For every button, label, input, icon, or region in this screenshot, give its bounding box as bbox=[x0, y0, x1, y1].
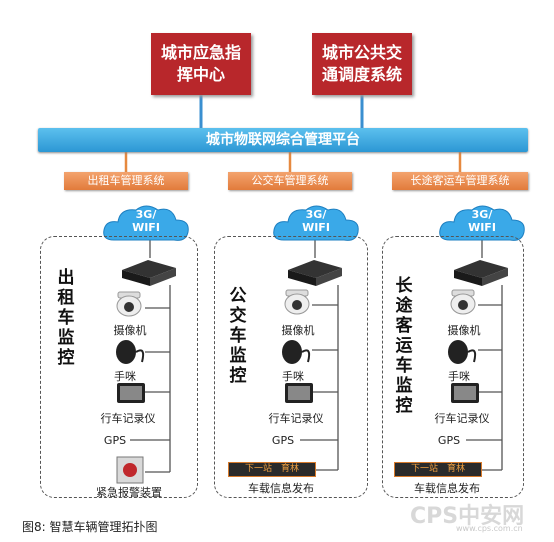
taxi-system-label: 出租车管理系统 bbox=[87, 174, 165, 187]
microphone-icon bbox=[116, 340, 145, 364]
microphone-label: 手咪 bbox=[114, 370, 136, 383]
cloud-label-line2: WIFI bbox=[468, 221, 496, 234]
dvr-icon bbox=[288, 260, 342, 286]
figure-caption: 图8: 智慧车辆管理拓扑图 bbox=[22, 520, 158, 534]
led-text-1: 下一站 bbox=[411, 464, 439, 474]
bus-system-label: 公交车管理系统 bbox=[251, 174, 329, 187]
camera-icon bbox=[116, 291, 142, 317]
taxi-monitor-title: 出租车监控 bbox=[57, 268, 75, 368]
cloud-3g-wifi-2: 3G/ WIFI bbox=[270, 200, 362, 246]
microphone-label: 手咪 bbox=[448, 370, 470, 383]
cloud-icon bbox=[103, 205, 189, 241]
bus-system-box: 公交车管理系统 bbox=[228, 172, 352, 190]
alarm-device-icon bbox=[116, 456, 144, 484]
camera-label: 摄像机 bbox=[447, 324, 481, 337]
iot-platform-label: 城市物联网综合管理平台 bbox=[206, 132, 360, 148]
driving-recorder-label: 行车记录仪 bbox=[434, 412, 490, 425]
cloud-3g-wifi-1: 3G/ WIFI bbox=[100, 200, 192, 246]
led-text-2: 育林 bbox=[446, 464, 465, 474]
cloud-label-line1: 3G/ bbox=[135, 208, 157, 221]
microphone-label: 手咪 bbox=[282, 370, 304, 383]
dvr-icon bbox=[454, 260, 508, 286]
led-sign: 下一站 育林 bbox=[228, 462, 316, 477]
transit-dispatch-label: 城市公共交通调度系统 bbox=[322, 43, 403, 84]
coach-monitor-panel bbox=[382, 236, 524, 498]
dvr-icon bbox=[122, 260, 176, 286]
emergency-command-label: 城市应急指挥中心 bbox=[161, 43, 242, 84]
taxi-system-box: 出租车管理系统 bbox=[64, 172, 188, 190]
driving-recorder-icon bbox=[117, 383, 145, 403]
bus-monitor-title: 公交车监控 bbox=[229, 286, 247, 386]
camera-icon bbox=[450, 289, 476, 315]
cloud-label-line2: WIFI bbox=[132, 221, 160, 234]
coach-system-label: 长途客运车管理系统 bbox=[410, 174, 510, 187]
transit-dispatch-box: 城市公共交通调度系统 bbox=[312, 33, 412, 95]
watermark-logo: CPS中安网 bbox=[410, 504, 525, 529]
cloud-label-line1: 3G/ bbox=[305, 208, 327, 221]
driving-recorder-label: 行车记录仪 bbox=[268, 412, 324, 425]
led-sign: 下一站 育林 bbox=[394, 462, 482, 477]
led-text-1: 下一站 bbox=[245, 464, 273, 474]
info-display-label: 车载信息发布 bbox=[248, 482, 314, 495]
led-text-2: 育林 bbox=[280, 464, 299, 474]
cloud-icon bbox=[439, 205, 525, 241]
gps-label: GPS bbox=[271, 434, 295, 447]
gps-label: GPS bbox=[437, 434, 461, 447]
gps-label: GPS bbox=[103, 434, 127, 447]
coach-monitor-title: 长途客运车监控 bbox=[395, 276, 413, 416]
alarm-device-label: 紧急报警装置 bbox=[96, 486, 162, 499]
info-display-label: 车载信息发布 bbox=[414, 482, 480, 495]
driving-recorder-icon bbox=[285, 383, 313, 403]
microphone-icon bbox=[448, 340, 477, 364]
driving-recorder-label: 行车记录仪 bbox=[100, 412, 156, 425]
bus-monitor-panel bbox=[214, 236, 368, 498]
microphone-icon bbox=[282, 340, 311, 364]
watermark-url: www.cps.com.cn bbox=[456, 524, 523, 533]
camera-icon bbox=[284, 289, 310, 315]
cloud-3g-wifi-3: 3G/ WIFI bbox=[436, 200, 528, 246]
taxi-monitor-panel bbox=[40, 236, 198, 498]
cloud-label-line1: 3G/ bbox=[471, 208, 493, 221]
emergency-command-box: 城市应急指挥中心 bbox=[151, 33, 251, 95]
cloud-label-line2: WIFI bbox=[302, 221, 330, 234]
iot-platform-bar: 城市物联网综合管理平台 bbox=[38, 128, 528, 152]
camera-label: 摄像机 bbox=[281, 324, 315, 337]
camera-label: 摄像机 bbox=[113, 324, 147, 337]
coach-system-box: 长途客运车管理系统 bbox=[392, 172, 528, 190]
cloud-icon bbox=[273, 205, 359, 241]
driving-recorder-icon bbox=[451, 383, 479, 403]
